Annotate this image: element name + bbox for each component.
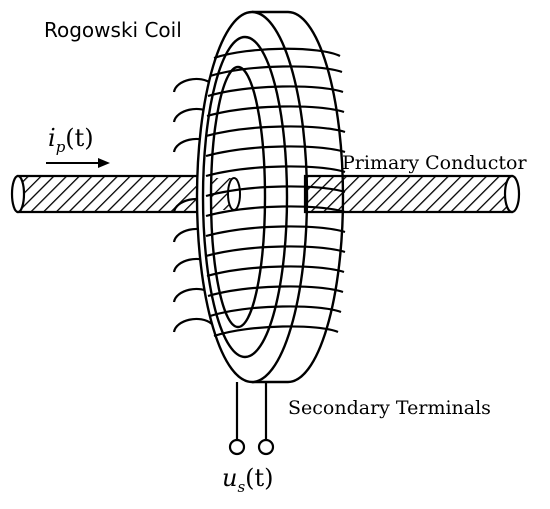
- front-windings: [205, 47, 346, 338]
- current-arrow: [46, 158, 110, 168]
- primary-conductor-right: [303, 174, 521, 214]
- primary-conductor-label: Primary Conductor: [342, 152, 527, 174]
- terminal-left: [228, 438, 246, 456]
- terminal-right: [257, 438, 275, 456]
- current-label: ip(t): [48, 124, 94, 156]
- secondary-terminals-label: Secondary Terminals: [288, 397, 491, 419]
- rogowski-coil-label: Rogowski Coil: [44, 18, 182, 42]
- toroid-ring: [195, 10, 345, 384]
- secondary-leads: [228, 382, 275, 456]
- voltage-label: us(t): [222, 464, 274, 496]
